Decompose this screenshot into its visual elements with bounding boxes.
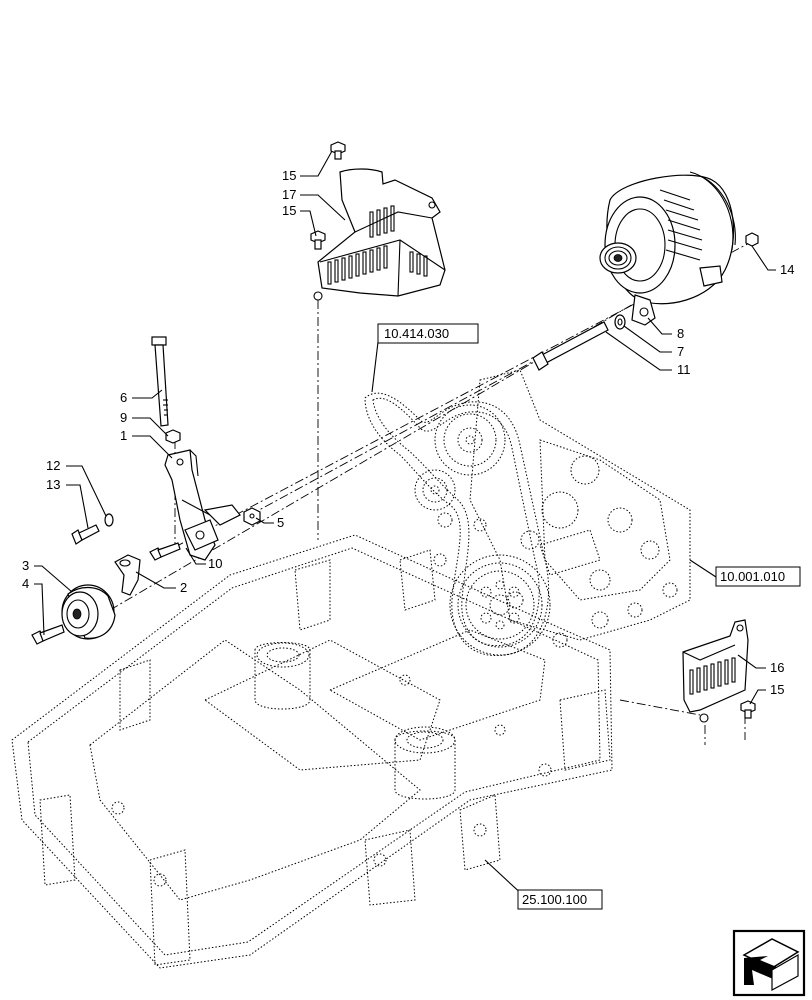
alternator-washer [614, 314, 626, 330]
callout-15: 15 [282, 168, 296, 183]
reference-frame-label: 25.100.100 [522, 892, 587, 907]
tension-bolt [151, 336, 169, 427]
callout-10: 10 [208, 556, 222, 571]
alternator-pulley [599, 242, 637, 274]
callout-17: 17 [282, 187, 296, 202]
idler-bolt [149, 542, 181, 561]
water-pump-pulley [434, 404, 506, 476]
front-support-frame [11, 534, 613, 969]
callout-15: 15 [282, 203, 296, 218]
callout-9: 9 [120, 410, 127, 425]
alternator-fins [659, 189, 703, 261]
reference-engine-label: 10.001.010 [720, 569, 785, 584]
bracket-nut [243, 507, 261, 526]
bracket-screw [71, 524, 100, 545]
lower-guard-bolt [740, 700, 756, 719]
callout-16: 16 [770, 660, 784, 675]
callout-7: 7 [677, 344, 684, 359]
lower-guard-slots [689, 657, 736, 695]
callout-12: 12 [46, 458, 60, 473]
callout-11: 11 [677, 362, 691, 377]
reference-belt-label: 10.414.030 [384, 326, 449, 341]
callout-labels: 15 17 15 14 8 7 11 6 9 1 12 13 5 10 2 3 … [22, 168, 794, 697]
callout-8: 8 [677, 326, 684, 341]
poly-v-belt [364, 392, 550, 657]
callout-14: 14 [780, 262, 794, 277]
alternator-long-bolt [532, 321, 609, 371]
tension-bolt-nut [165, 429, 181, 444]
callout-13: 13 [46, 477, 60, 492]
engine-front-block [433, 369, 691, 648]
guard-slots [327, 205, 428, 285]
upper-belt-guard [313, 168, 446, 301]
navigation-arrow-icon[interactable] [732, 929, 806, 997]
assembly-lines [109, 239, 756, 745]
callout-6: 6 [120, 390, 127, 405]
callout-1: 1 [120, 428, 127, 443]
callout-2: 2 [180, 580, 187, 595]
leader-lines [34, 150, 776, 899]
alternator-nut [745, 232, 759, 247]
callout-15: 15 [770, 682, 784, 697]
reference-belt[interactable]: 10.414.030 [377, 323, 479, 344]
idler-pulley [61, 584, 116, 640]
lower-belt-guard [682, 619, 749, 723]
idler-pulley-bolt [31, 624, 65, 645]
reference-frame[interactable]: 25.100.100 [517, 889, 603, 910]
idler-support [114, 554, 141, 596]
reference-engine[interactable]: 10.001.010 [715, 566, 801, 587]
callout-4: 4 [22, 576, 29, 591]
alternator [599, 171, 736, 326]
callout-3: 3 [22, 558, 29, 573]
bracket-washer [104, 513, 114, 527]
adjuster-bracket [164, 449, 241, 561]
callout-5: 5 [277, 515, 284, 530]
crankshaft-pulley [449, 554, 551, 656]
guard-bolt-left [310, 230, 326, 250]
guard-bolt-top [330, 141, 346, 160]
